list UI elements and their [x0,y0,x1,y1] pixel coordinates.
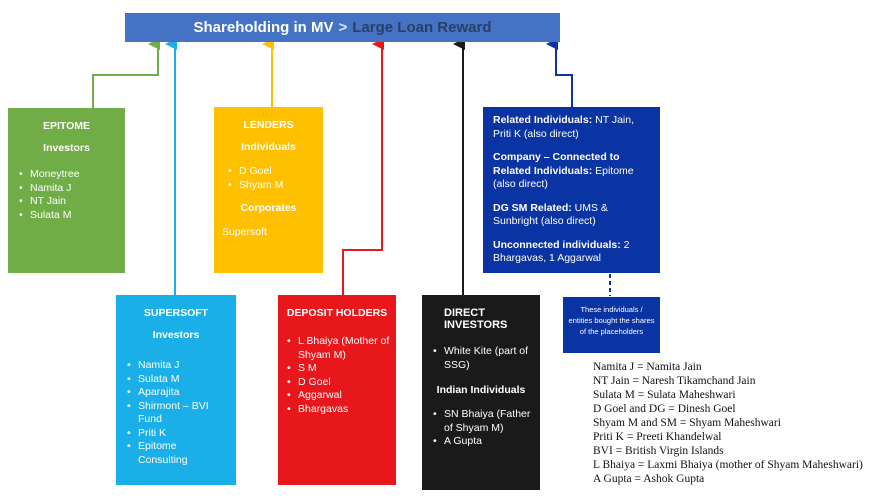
supersoft-subheading: Investors [152,329,200,341]
direct-list-2: SN Bhaiya (Father of Shyam M)A Gupta [430,408,532,449]
list-item: Moneytree [19,168,117,182]
list-item: D Goel [287,376,390,390]
list-item: Aparajita [127,386,228,400]
lenders-corporates: Supersoft [222,226,267,238]
related-label: Unconnected individuals: [493,238,621,251]
related-paragraph: Unconnected individuals: 2 Bhargavas, 1 … [493,239,650,266]
related-label: DG SM Related: [493,201,572,214]
list-item: Sulata M [127,373,228,387]
related-box: Related Individuals: NT Jain, Priti K (a… [483,107,660,273]
legend-entry: L Bhaiya = Laxmi Bhaiya (mother of Shyam… [593,459,863,471]
direct-list-1: White Kite (part of SSG) [430,345,532,372]
related-paragraph: Related Individuals: NT Jain, Priti K (a… [493,114,650,141]
deposit-connector [342,38,384,295]
related-paragraph: DG SM Related: UMS & Sunbright (also dir… [493,202,650,229]
list-item: Namita J [127,359,228,373]
diagram-title: Shareholding in MV > Large Loan Reward [125,13,560,42]
list-item: Aggarwal [287,389,390,403]
list-item: D Goel [228,165,315,179]
list-item: Shyam M [228,179,315,193]
list-item: Sulata M [19,209,117,223]
list-item: Bhargavas [287,403,390,417]
supersoft-box: SUPERSOFT Investors Namita JSulata MApar… [116,295,236,485]
deposit-heading: DEPOSIT HOLDERS [286,307,388,319]
list-item: SN Bhaiya (Father of Shyam M) [433,408,532,435]
supersoft-list: Namita JSulata MAparajitaShirmont – BVI … [124,359,228,467]
legend-entry: NT Jain = Naresh Tikamchand Jain [593,375,756,387]
related-text: NT Jain, Priti K (also direct) [493,114,635,140]
legend-entry: Namita J = Namita Jain [593,361,702,373]
list-item: L Bhaiya (Mother of Shyam M) [287,335,390,362]
note-box: These individuals / entities bought the … [563,297,660,353]
related-paragraph: Company – Connected to Related Individua… [493,151,650,192]
related-connector [546,38,573,107]
legend-entry: Sulata M = Sulata Maheshwari [593,389,736,401]
supersoft-heading: SUPERSOFT [143,307,209,319]
direct-box: DIRECT INVESTORS White Kite (part of SSG… [422,295,540,490]
note-text: These individuals / entities bought the … [568,305,655,336]
list-item: S M [287,362,390,376]
epitome-heading: EPITOME [42,120,91,132]
epitome-box: EPITOME Investors MoneytreeNamita JNT Ja… [8,108,125,273]
abbreviation-legend: Namita J = Namita Jain NT Jain = Naresh T… [593,360,863,486]
list-item: Namita J [19,182,117,196]
epitome-subheading: Investors [43,142,90,154]
lenders-heading: LENDERS [243,119,294,131]
legend-entry: Priti K = Preeti Khandelwal [593,431,722,443]
related-text: Epitome (also direct) [493,164,634,191]
legend-entry: A Gupta = Ashok Gupta [593,473,705,485]
list-item: Priti K [127,427,228,441]
direct-heading: DIRECT INVESTORS [444,307,508,331]
title-separator: > [338,19,348,36]
legend-entry: D Goel and DG = Dinesh Goel [593,403,736,415]
lenders-corporates-label: Corporates [240,202,297,214]
list-item: White Kite (part of SSG) [433,345,532,372]
list-item: Epitome Consulting [127,440,228,467]
direct-subheading: Indian Individuals [436,384,526,396]
list-item: Shirmont – BVI Fund [127,400,228,427]
title-sub: Large Loan Reward [352,19,492,36]
related-text: UMS & Sunbright (also direct) [493,201,608,228]
legend-entry: BVI = British Virgin Islands [593,445,724,457]
deposit-box: DEPOSIT HOLDERS L Bhaiya (Mother of Shya… [278,295,396,485]
list-item: A Gupta [433,435,532,449]
related-label: Company – Connected to Related Individua… [493,151,620,177]
legend-entry: Shyam M and SM = Shyam Maheshwari [593,417,781,429]
title-main: Shareholding in MV [193,19,334,36]
epitome-connector [92,38,160,108]
related-text: 2 Bhargavas, 1 Aggarwal [493,238,630,265]
related-label: Related Individuals: [493,114,593,126]
deposit-list: L Bhaiya (Mother of Shyam M)S MD GoelAgg… [284,335,390,416]
list-item: NT Jain [19,195,117,209]
lenders-individuals-label: Individuals [241,141,296,153]
